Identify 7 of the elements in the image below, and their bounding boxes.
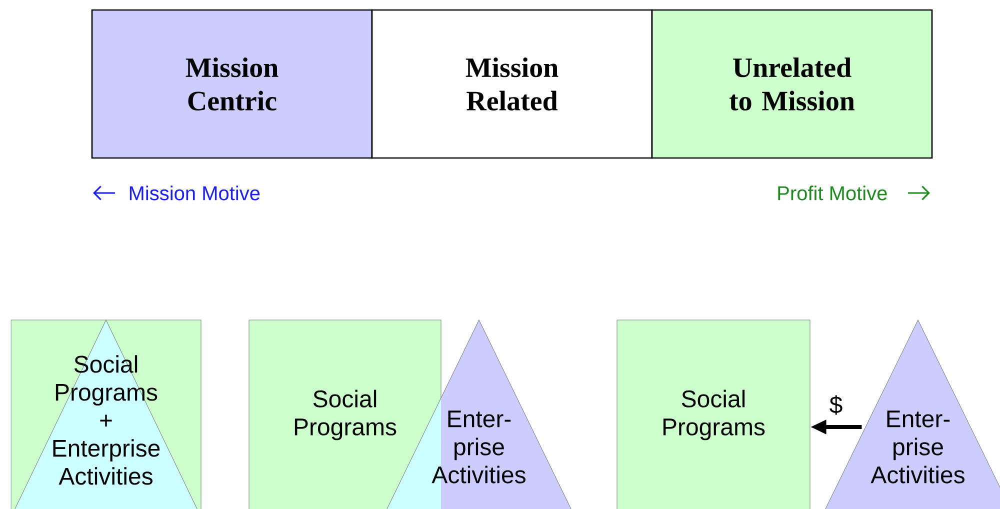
motive-label: Profit Motive (778, 186, 887, 200)
edge-label: $ (830, 395, 842, 415)
category-box: Mission Related (371, 9, 653, 159)
category-box: Mission Centric (91, 9, 373, 159)
motive-label: Mission Motive (130, 186, 260, 200)
program-box: Social Programs (616, 320, 810, 509)
category-box: Unrelated to Mission (651, 9, 933, 159)
